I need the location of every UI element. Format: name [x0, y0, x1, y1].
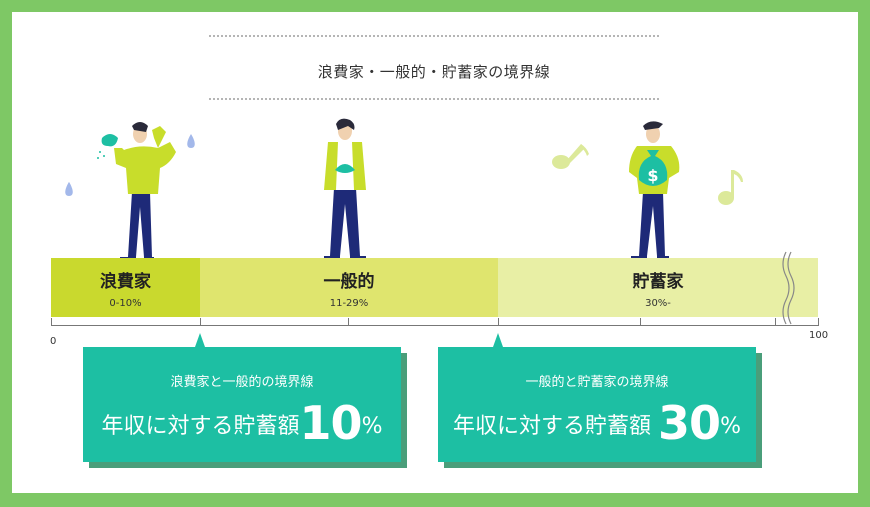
- title-divider-bottom: [209, 98, 659, 100]
- axis-break-icon: [782, 251, 795, 325]
- segment-range: 30%-: [645, 298, 671, 309]
- axis-tick: [498, 318, 499, 326]
- axis-tick: [51, 318, 52, 326]
- callout-prefix: 年収に対する貯蓄額: [453, 414, 652, 439]
- callout-pointer: [195, 333, 205, 347]
- average-figure: [310, 118, 380, 260]
- segment-name: 貯蓄家: [632, 272, 684, 292]
- axis-tick: [640, 318, 641, 326]
- callout-main: 年収に対する貯蓄額 30%: [438, 396, 756, 450]
- axis-tick: [200, 318, 201, 326]
- water-drop-icon: [65, 182, 73, 196]
- callout-pointer: [493, 333, 503, 347]
- axis-tick: [775, 318, 776, 326]
- music-note-icon: [718, 170, 743, 205]
- callout-subtitle: 浪費家と一般的の境界線: [170, 375, 314, 390]
- wallet-icon: [335, 164, 355, 173]
- callout-unit: %: [361, 414, 383, 439]
- segment-range: 0-10%: [109, 298, 142, 309]
- segment-spender: 浪費家 0-10%: [51, 258, 200, 317]
- segment-name: 一般的: [323, 272, 375, 292]
- segment-range: 11-29%: [329, 298, 369, 309]
- segment-name: 浪費家: [100, 272, 151, 292]
- callout-boundary-10: 浪費家と一般的の境界線 年収に対する貯蓄額10%: [83, 347, 401, 462]
- spender-figure: [62, 112, 202, 260]
- axis-tick: [348, 318, 349, 326]
- saver-figure: $: [547, 118, 747, 260]
- callout-boundary-30: 一般的と貯蓄家の境界線 年収に対する貯蓄額 30%: [438, 347, 756, 462]
- axis-min-label: 0: [50, 336, 57, 347]
- callout-prefix: 年収に対する貯蓄額: [101, 414, 300, 439]
- svg-text:$: $: [647, 166, 658, 185]
- music-note-icon: [552, 144, 589, 169]
- callout-value: 30: [658, 396, 721, 450]
- money-bag-icon: $: [638, 150, 668, 186]
- segment-saver: 貯蓄家 30%-: [498, 258, 818, 317]
- axis-line: [51, 325, 818, 326]
- water-drop-icon: [187, 134, 195, 148]
- callout-main: 年収に対する貯蓄額10%: [83, 396, 401, 450]
- callout-value: 10: [299, 396, 363, 450]
- infographic-canvas: 浪費家・一般的・貯蓄家の境界線: [12, 12, 858, 493]
- segment-average: 一般的 11-29%: [200, 258, 498, 317]
- title-divider-top: [209, 35, 659, 37]
- callout-subtitle: 一般的と貯蓄家の境界線: [525, 375, 669, 390]
- axis-max-label: 100: [809, 330, 829, 341]
- axis-tick: [818, 318, 819, 326]
- page-title: 浪費家・一般的・貯蓄家の境界線: [317, 63, 551, 81]
- callout-unit: %: [720, 414, 741, 439]
